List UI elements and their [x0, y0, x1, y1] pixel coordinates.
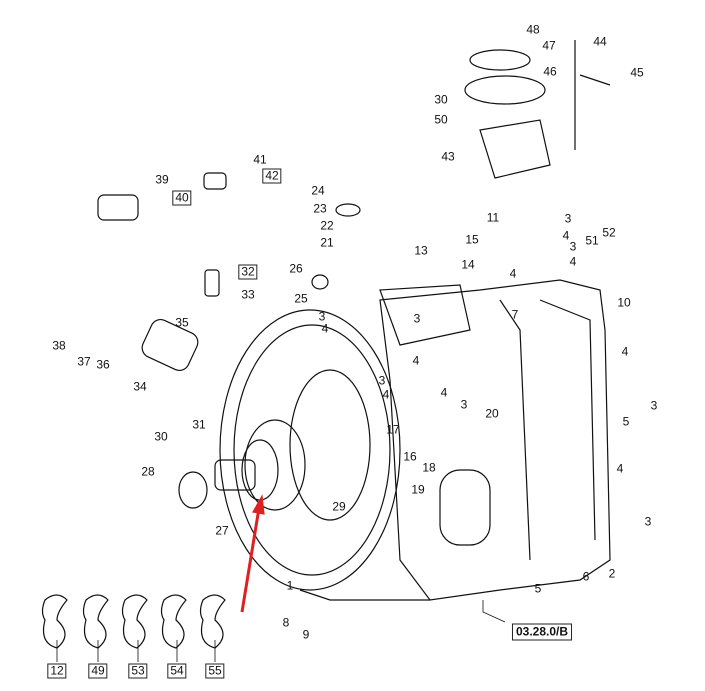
part-number-label: 47: [542, 38, 556, 53]
part-number-label: 23: [313, 201, 327, 216]
kit-bags: [41, 594, 226, 662]
part-number-label: 3: [650, 398, 658, 413]
part-number-label: 4: [412, 353, 420, 368]
part-number-label: 4: [569, 254, 577, 269]
part-number-label: 18: [422, 460, 436, 475]
part-number-label: 30: [154, 429, 168, 444]
part-number-label: 24: [311, 183, 325, 198]
part-number-label: 45: [630, 65, 644, 80]
part-number-label: 3: [413, 311, 421, 326]
part-number-label: 36: [96, 357, 110, 372]
part-number-label: 31: [192, 417, 206, 432]
part-number-label: 48: [526, 22, 540, 37]
part-number-label: 44: [593, 34, 607, 49]
part-number-label: 19: [411, 482, 425, 497]
part-number-label: 4: [382, 387, 390, 402]
part-number-label: 22: [320, 218, 334, 233]
part-number-label: 3: [564, 211, 572, 226]
part-number-label: 4: [621, 344, 629, 359]
part-number-label: 34: [133, 379, 147, 394]
part-number-label: 10: [617, 295, 631, 310]
part-number-label: 50: [434, 112, 448, 127]
part-number-label: 33: [241, 287, 255, 302]
part-number-label: 1: [286, 578, 294, 593]
part-number-label: 4: [562, 228, 570, 243]
transmission-case: [299, 279, 611, 601]
boxed-part-label: 32: [238, 264, 258, 280]
part-number-label: 3: [318, 309, 326, 324]
part-number-label: 15: [465, 232, 479, 247]
pto-lever-assembly: [464, 40, 611, 179]
red-arrow: [240, 494, 265, 613]
part-number-label: 26: [289, 261, 303, 276]
part-number-label: 5: [534, 581, 542, 596]
part-number-label: 14: [461, 257, 475, 272]
part-number-label: 20: [485, 406, 499, 421]
part-number-label: 4: [509, 266, 517, 281]
part-number-label: 38: [52, 338, 66, 353]
part-number-label: 29: [332, 499, 346, 514]
part-number-label: 2: [608, 566, 616, 581]
part-number-label: 16: [403, 449, 417, 464]
valve-parts: [97, 172, 361, 372]
part-number-label: 4: [440, 385, 448, 400]
part-number-label: 3: [460, 397, 468, 412]
part-number-label: 46: [543, 64, 557, 79]
flywheel-housing: [178, 309, 401, 591]
part-number-label: 7: [511, 307, 519, 322]
part-number-label: 35: [175, 315, 189, 330]
part-number-label: 52: [602, 225, 616, 240]
kit-label: 53: [128, 663, 148, 679]
part-number-label: 5: [622, 414, 630, 429]
part-number-label: 13: [414, 243, 428, 258]
part-number-label: 28: [141, 464, 155, 479]
part-number-label: 39: [155, 172, 169, 187]
part-number-label: 3: [378, 373, 386, 388]
part-number-label: 17: [386, 422, 400, 437]
boxed-part-label: 40: [172, 190, 192, 206]
part-number-label: 6: [582, 569, 590, 584]
part-number-label: 11: [486, 210, 500, 225]
kit-label: 55: [205, 663, 225, 679]
part-number-label: 41: [253, 152, 267, 167]
part-number-label: 37: [77, 354, 91, 369]
part-number-label: 27: [215, 523, 229, 538]
kit-label: 12: [47, 663, 67, 679]
part-number-label: 25: [294, 291, 308, 306]
part-number-label: 4: [616, 461, 624, 476]
part-number-label: 3: [569, 239, 577, 254]
part-number-label: 9: [302, 627, 310, 642]
kit-label: 54: [167, 663, 187, 679]
boxed-part-label: 42: [262, 168, 282, 184]
part-number-label: 30: [434, 92, 448, 107]
part-number-label: 21: [320, 235, 334, 250]
part-number-label: 51: [585, 233, 599, 248]
part-number-label: 8: [282, 615, 290, 630]
reference-box[interactable]: 03.28.0/B: [511, 623, 573, 641]
reference-leader: [482, 600, 506, 623]
part-number-label: 4: [321, 321, 329, 336]
part-number-label: 43: [441, 149, 455, 164]
part-number-label: 3: [644, 514, 652, 529]
kit-label: 49: [88, 663, 108, 679]
